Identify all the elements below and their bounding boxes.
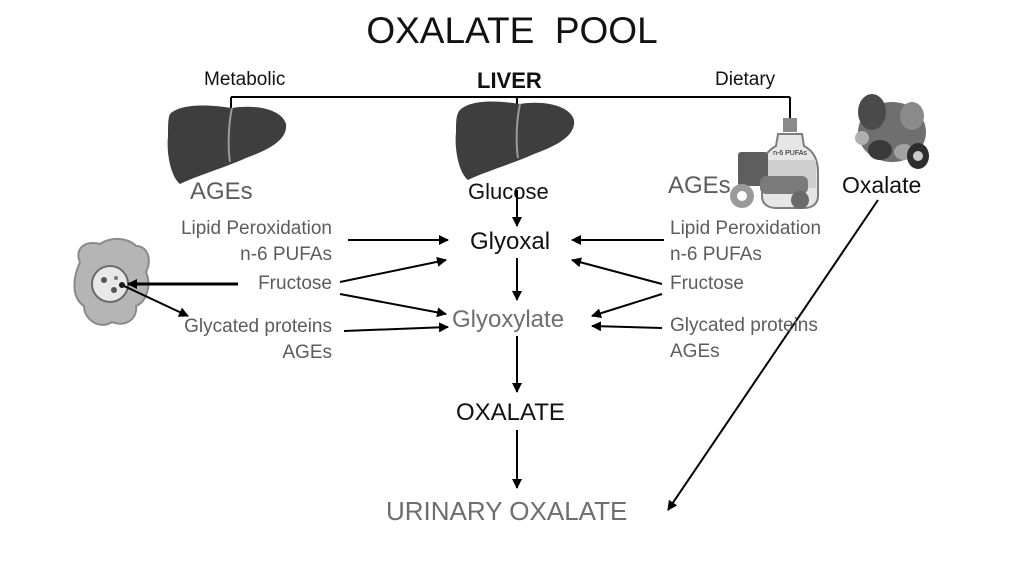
dietary-oxalate-arrow [667,199,879,511]
right-lipid-peroxidation: Lipid Peroxidation [670,218,822,239]
liver-label: LIVER [477,68,542,93]
left-fructose: Fructose [258,273,332,294]
left-glycated-proteins: Glycated proteins [184,316,332,337]
dietary-oxalate-label: Oxalate [842,172,922,198]
right-ages-bottom: AGEs [670,341,720,362]
urinary-oxalate-label: URINARY OXALATE [386,496,628,526]
left-ages-bottom: AGEs [282,342,332,363]
oil-bottle-icon [761,118,819,209]
left-ages-label: AGEs [190,178,253,205]
right-glycated-proteins: Glycated proteins [670,315,818,336]
diagram-title: OXALATE POOL [366,10,658,51]
glyoxylate-label: Glyoxylate [452,306,565,333]
right-ages-label: AGEs [668,172,731,199]
oil-bottle-label: n-6 PUFAs [773,150,807,157]
vegetables-icon [855,94,929,169]
gut-arrows [123,279,238,317]
left-n6-pufas: n-6 PUFAs [240,244,332,265]
liver-icon [455,101,575,180]
food-icon [730,152,809,209]
right-fructose: Fructose [670,273,744,294]
glyoxal-label: Glyoxal [470,228,551,255]
right-arrows [571,235,664,332]
metabolic-label: Metabolic [204,69,286,90]
liver-icon [167,105,287,184]
left-lipid-peroxidation: Lipid Peroxidation [180,218,332,239]
dietary-label: Dietary [715,69,776,90]
glucose-label: Glucose [468,179,549,204]
gut-icon [73,238,150,326]
right-n6-pufas: n-6 PUFAs [670,244,762,265]
left-arrows [339,235,449,333]
oxalate-label: OXALATE [456,399,565,426]
